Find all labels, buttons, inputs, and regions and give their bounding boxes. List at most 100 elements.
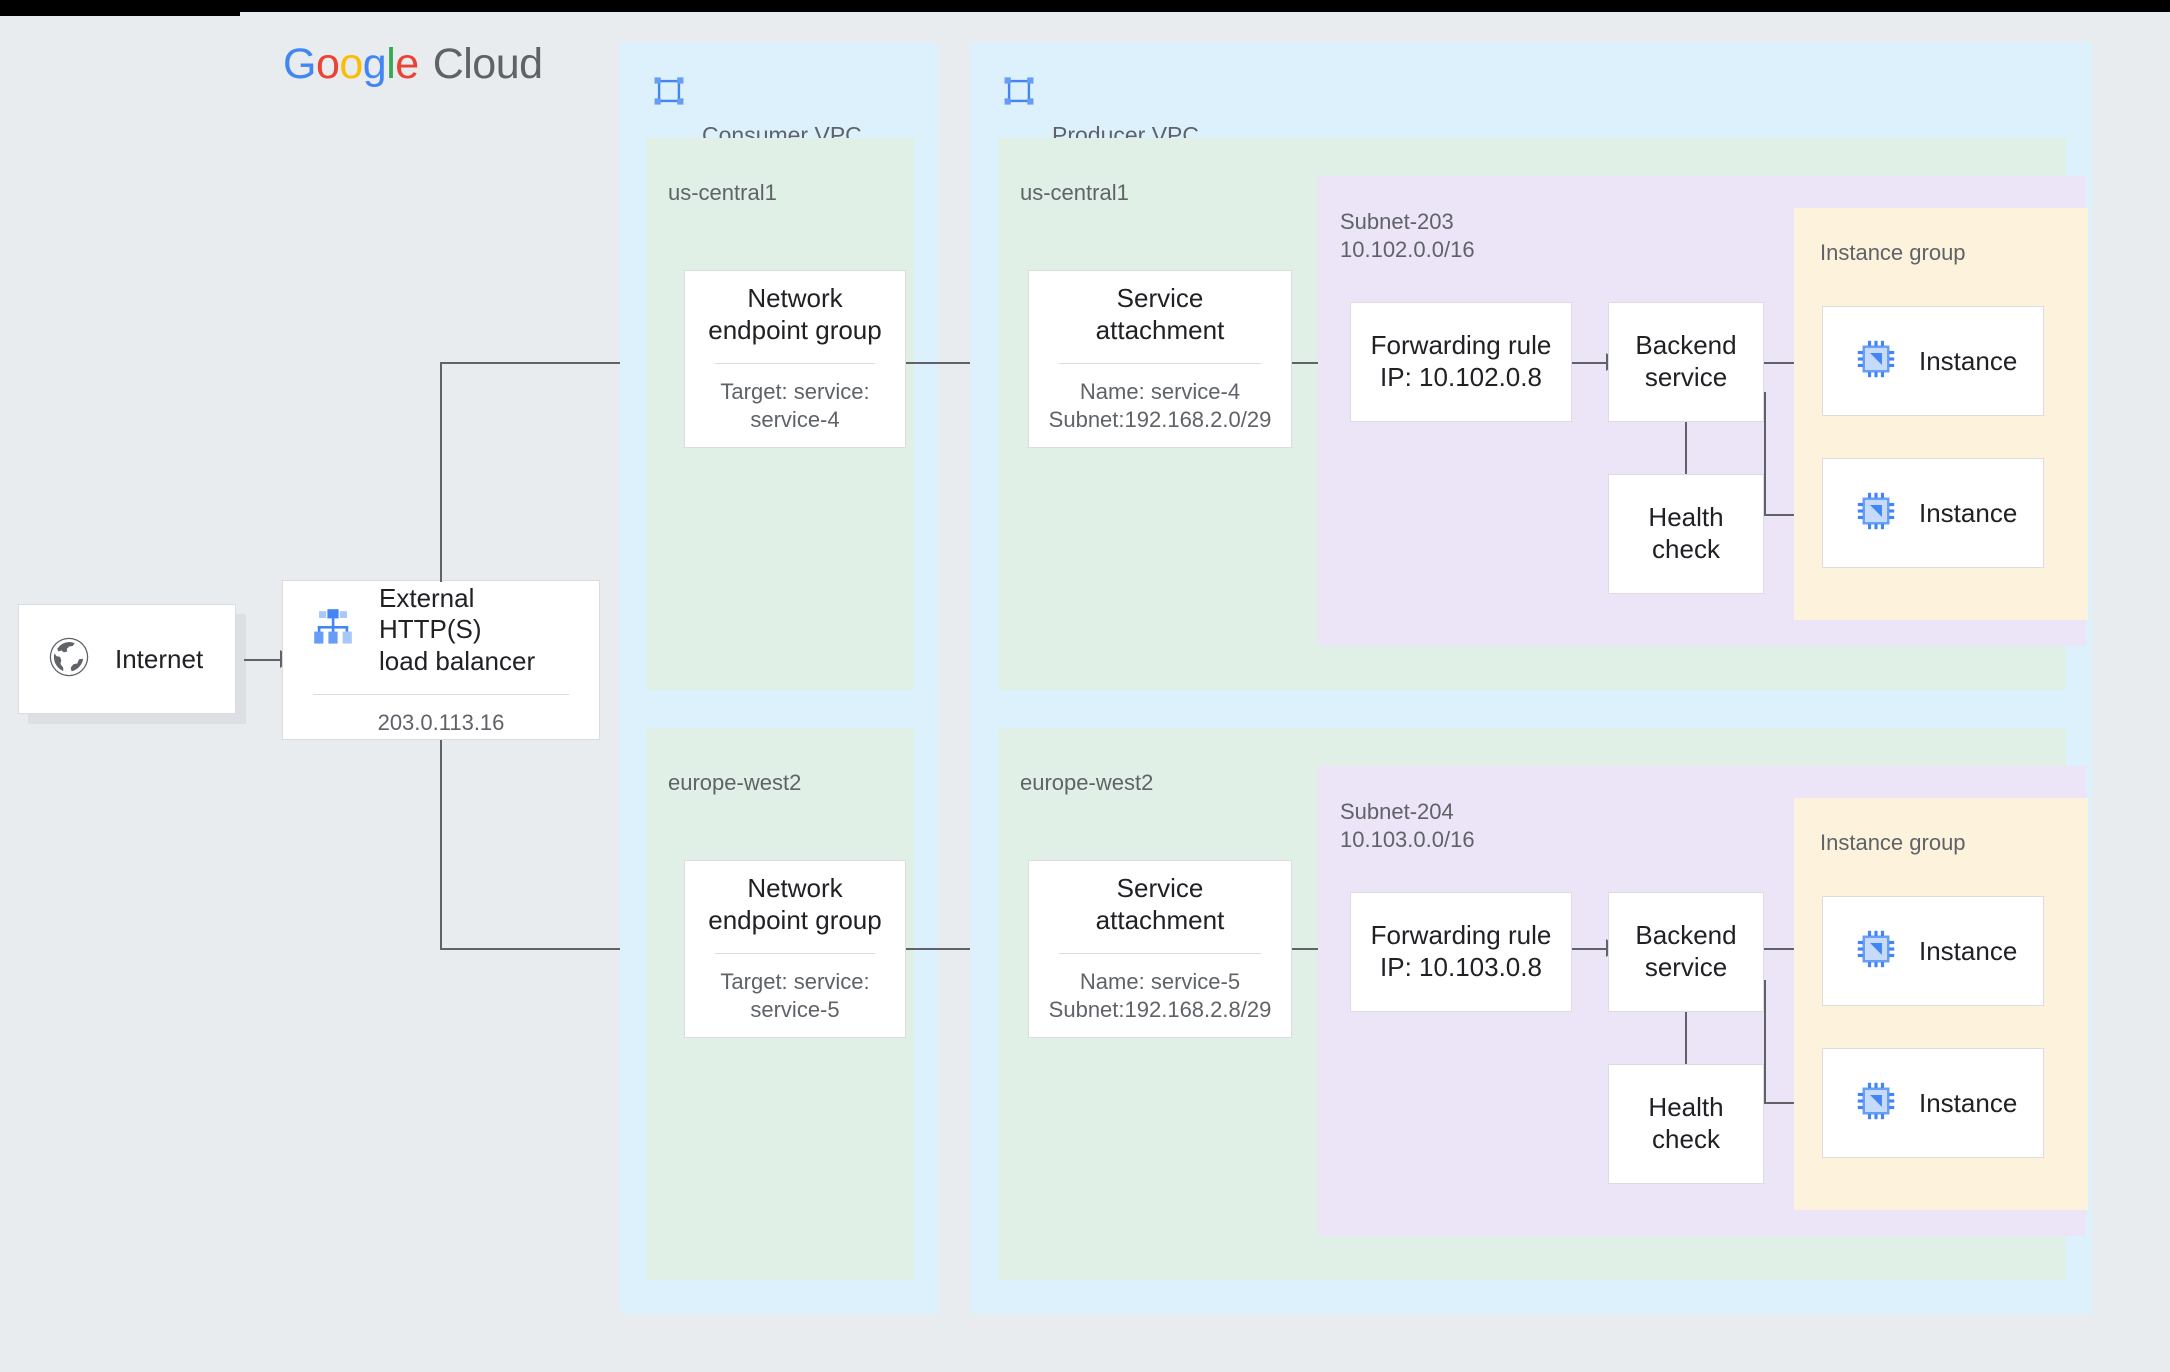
vm-instance-icon xyxy=(1855,490,1897,537)
producer-region-label-europe-west2: europe-west2 xyxy=(1020,770,1154,795)
subnet-204-label: Subnet-204 10.103.0.0/16 xyxy=(1340,798,1475,854)
line-fr-to-bs-bottom xyxy=(1572,948,1610,950)
sa-sub-line2-us-central1: Subnet:192.168.2.0/29 xyxy=(1048,407,1272,433)
line-bs-elbow-horizontal-top xyxy=(1764,514,1802,516)
subnet-204-cidr: 10.103.0.0/16 xyxy=(1340,827,1475,853)
logo-letter-g2: g xyxy=(362,40,387,88)
sa-title-line1-us-central1: Service xyxy=(1116,283,1204,314)
lb-title-line1: External HTTP(S) xyxy=(379,582,482,645)
vm-instance-icon xyxy=(1855,1080,1897,1127)
subnet-203-label: Subnet-203 10.102.0.0/16 xyxy=(1340,208,1475,264)
google-cloud-logo: Google Cloud xyxy=(283,40,543,89)
lb-ip: 203.0.113.16 xyxy=(377,709,505,735)
line-lb-vertical-up xyxy=(440,362,442,582)
backend-service-card-us-central1: Backend service xyxy=(1608,302,1764,422)
service-attachment-card-us-central1: Service attachment Name: service-4 Subne… xyxy=(1028,270,1292,448)
load-balancer-icon xyxy=(309,604,357,657)
line-bs-elbow-vertical-top xyxy=(1764,392,1766,516)
neg-divider-us-central1 xyxy=(715,362,875,364)
sa-sub-line2-europe-west2: Subnet:192.168.2.8/29 xyxy=(1048,997,1272,1023)
fr-line2-europe-west2: IP: 10.103.0.8 xyxy=(1380,952,1542,982)
neg-divider-europe-west2 xyxy=(715,952,875,954)
bs-line1-us-central1: Backend xyxy=(1635,330,1737,361)
sa-divider-us-central1 xyxy=(1059,362,1261,364)
vm-instance-icon xyxy=(1855,338,1897,385)
service-attachment-card-europe-west2: Service attachment Name: service-5 Subne… xyxy=(1028,860,1292,1038)
backend-service-card-europe-west2: Backend service xyxy=(1608,892,1764,1012)
internet-card: Internet xyxy=(18,604,236,714)
logo-word-cloud: Cloud xyxy=(432,40,543,88)
sa-divider-europe-west2 xyxy=(1059,952,1261,954)
line-internet-to-lb xyxy=(244,659,282,661)
sa-sub-line1-europe-west2: Name: service-5 xyxy=(1079,968,1241,994)
subnet-203-cidr: 10.102.0.0/16 xyxy=(1340,237,1475,263)
neg-title-line1-us-central1: Network xyxy=(747,283,843,314)
neg-sub-line1-europe-west2: Target: service: xyxy=(720,968,870,994)
line-lb-to-neg-bottom xyxy=(440,948,660,950)
line-neg-to-sa-bottom xyxy=(906,948,1011,950)
line-fr-to-bs-top xyxy=(1572,362,1610,364)
line-bs-elbow-vertical-bottom xyxy=(1764,980,1766,1104)
vm-instance-icon xyxy=(1855,928,1897,975)
bs-line1-europe-west2: Backend xyxy=(1635,920,1737,951)
logo-letter-l: l xyxy=(386,40,396,88)
vpc-icon xyxy=(652,74,686,108)
forwarding-rule-card-us-central1: Forwarding rule IP: 10.102.0.8 xyxy=(1350,302,1572,422)
lb-title-line2: load balancer xyxy=(379,646,536,677)
instance-label-europe-west2-2: Instance xyxy=(1919,1087,2018,1118)
line-bs-to-instance1-top xyxy=(1764,362,1802,364)
health-check-card-europe-west2: Health check xyxy=(1608,1064,1764,1184)
neg-title-line1-europe-west2: Network xyxy=(747,873,843,904)
fr-line1-europe-west2: Forwarding rule xyxy=(1370,920,1552,951)
consumer-region-label-europe-west2: europe-west2 xyxy=(668,770,802,795)
instance-label-us-central1-2: Instance xyxy=(1919,497,2018,528)
bs-line2-europe-west2: service xyxy=(1644,952,1728,982)
network-endpoint-group-card-us-central1: Network endpoint group Target: service: … xyxy=(684,270,906,448)
lb-divider xyxy=(313,693,569,695)
consumer-region-label-us-central1: us-central1 xyxy=(668,180,777,205)
sa-sub-line1-us-central1: Name: service-4 xyxy=(1079,378,1241,404)
neg-sub-line1-us-central1: Target: service: xyxy=(720,378,870,404)
instance-group-label-us-central1: Instance group xyxy=(1820,240,1966,265)
top-black-bar xyxy=(0,0,2170,12)
producer-region-label-us-central1: us-central1 xyxy=(1020,180,1129,205)
sa-title-line1-europe-west2: Service xyxy=(1116,873,1204,904)
vpc-icon xyxy=(1002,74,1036,108)
health-check-card-us-central1: Health check xyxy=(1608,474,1764,594)
neg-sub-line2-us-central1: service-4 xyxy=(750,407,840,433)
logo-letter-o1: o xyxy=(315,40,340,88)
hc-line1-us-central1: Health xyxy=(1648,502,1724,533)
neg-title-line2-us-central1: endpoint group xyxy=(708,314,882,345)
logo-letter-g: G xyxy=(283,40,316,88)
neg-sub-line2-europe-west2: service-5 xyxy=(750,997,840,1023)
hc-line1-europe-west2: Health xyxy=(1648,1092,1724,1123)
instance-card-europe-west2-1: Instance xyxy=(1822,896,2044,1006)
line-lb-vertical-down xyxy=(440,740,442,950)
network-endpoint-group-card-europe-west2: Network endpoint group Target: service: … xyxy=(684,860,906,1038)
instance-card-europe-west2-2: Instance xyxy=(1822,1048,2044,1158)
fr-line2-us-central1: IP: 10.102.0.8 xyxy=(1380,362,1542,392)
sa-title-line2-europe-west2: attachment xyxy=(1095,904,1225,935)
instance-card-us-central1-2: Instance xyxy=(1822,458,2044,568)
line-bs-to-instance1-bottom xyxy=(1764,948,1802,950)
line-bs-elbow-horizontal-bottom xyxy=(1764,1102,1802,1104)
line-lb-to-neg-top xyxy=(440,362,660,364)
forwarding-rule-card-europe-west2: Forwarding rule IP: 10.103.0.8 xyxy=(1350,892,1572,1012)
logo-letter-e: e xyxy=(395,40,419,88)
logo-letter-o2: o xyxy=(339,40,363,88)
sa-title-line2-us-central1: attachment xyxy=(1095,314,1225,345)
line-neg-to-sa-top xyxy=(906,362,1011,364)
top-black-bar-step xyxy=(0,0,240,16)
neg-title-line2-europe-west2: endpoint group xyxy=(708,904,882,935)
instance-group-label-europe-west2: Instance group xyxy=(1820,830,1966,855)
globe-icon xyxy=(47,635,91,684)
hc-line2-us-central1: check xyxy=(1652,534,1720,564)
bs-line2-us-central1: service xyxy=(1644,362,1728,392)
hc-line2-europe-west2: check xyxy=(1652,1124,1720,1154)
instance-label-europe-west2-1: Instance xyxy=(1919,935,2018,966)
subnet-203-name: Subnet-203 xyxy=(1340,209,1454,234)
external-http-load-balancer-card: External HTTP(S) load balancer 203.0.113… xyxy=(282,580,600,740)
internet-label: Internet xyxy=(115,643,204,674)
subnet-204-name: Subnet-204 xyxy=(1340,799,1454,824)
